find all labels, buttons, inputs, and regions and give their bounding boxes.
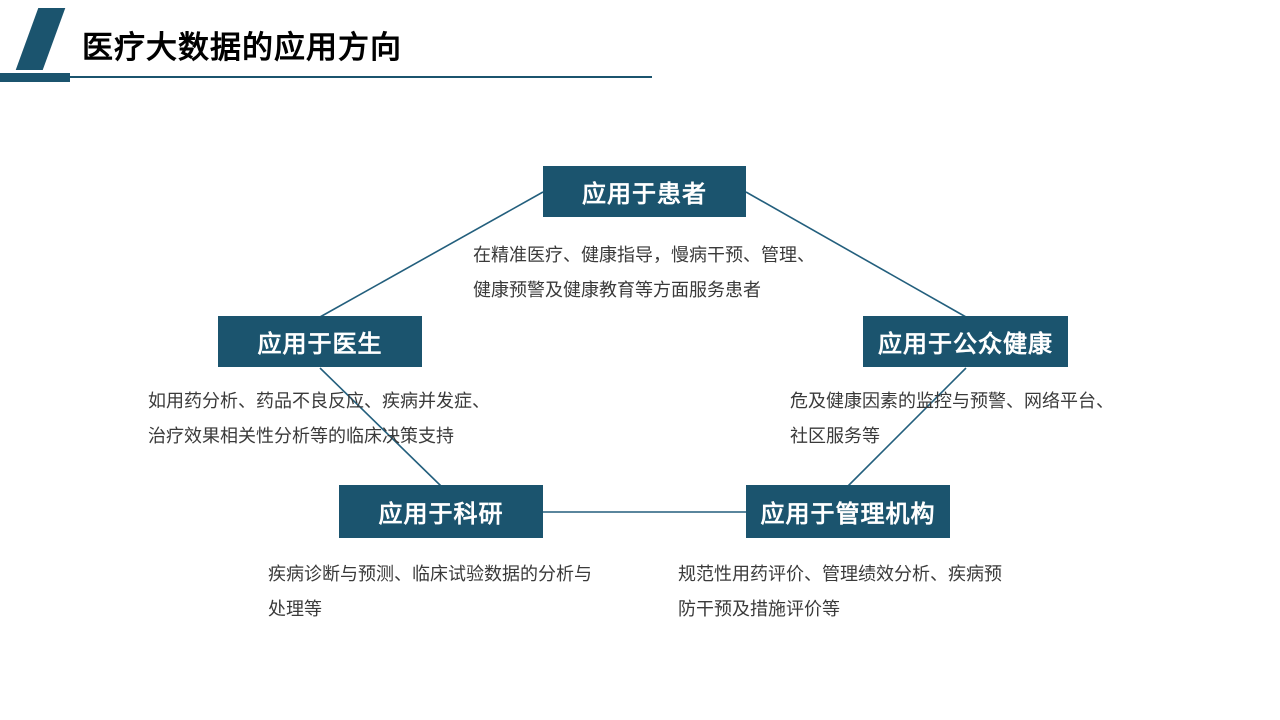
- connector-patient-doctor: [319, 191, 544, 318]
- desc-line: 规范性用药评价、管理绩效分析、疾病预: [678, 564, 1002, 584]
- node-box-research: 应用于科研: [339, 485, 543, 538]
- desc-line: 健康预警及健康教育等方面服务患者: [473, 280, 761, 300]
- title-underline-thin: [70, 76, 652, 78]
- desc-line: 社区服务等: [790, 426, 880, 446]
- desc-line: 危及健康因素的监控与预警、网络平台、: [790, 391, 1114, 411]
- desc-line: 如用药分析、药品不良反应、疾病并发症、: [148, 391, 490, 411]
- desc-line: 防干预及措施评价等: [678, 599, 840, 619]
- node-box-patient: 应用于患者: [543, 166, 746, 217]
- desc-line: 疾病诊断与预测、临床试验数据的分析与: [268, 564, 592, 584]
- node-desc-doctor: 如用药分析、药品不良反应、疾病并发症、 治疗效果相关性分析等的临床决策支持: [148, 384, 490, 454]
- node-desc-research: 疾病诊断与预测、临床试验数据的分析与 处理等: [268, 557, 592, 627]
- desc-line: 治疗效果相关性分析等的临床决策支持: [148, 426, 454, 446]
- title-underline-thick: [0, 73, 70, 82]
- connector-public-management: [847, 367, 967, 487]
- desc-line: 在精准医疗、健康指导，慢病干预、管理、: [473, 245, 815, 265]
- node-box-management: 应用于管理机构: [746, 485, 950, 538]
- node-label-research: 应用于科研: [378, 501, 504, 528]
- node-label-patient: 应用于患者: [582, 181, 707, 208]
- connector-patient-public: [745, 191, 967, 318]
- node-desc-public-health: 危及健康因素的监控与预警、网络平台、 社区服务等: [790, 384, 1114, 454]
- desc-line: 处理等: [268, 599, 322, 619]
- node-box-doctor: 应用于医生: [218, 316, 422, 367]
- node-label-public-health: 应用于公众健康: [878, 331, 1053, 358]
- node-label-management: 应用于管理机构: [760, 501, 936, 528]
- node-label-doctor: 应用于医生: [257, 331, 383, 358]
- page-title: 医疗大数据的应用方向: [82, 30, 402, 65]
- node-desc-management: 规范性用药评价、管理绩效分析、疾病预 防干预及措施评价等: [678, 557, 1002, 627]
- node-desc-patient: 在精准医疗、健康指导，慢病干预、管理、 健康预警及健康教育等方面服务患者: [473, 238, 815, 308]
- connector-doctor-research: [319, 367, 442, 487]
- node-box-public-health: 应用于公众健康: [863, 316, 1068, 367]
